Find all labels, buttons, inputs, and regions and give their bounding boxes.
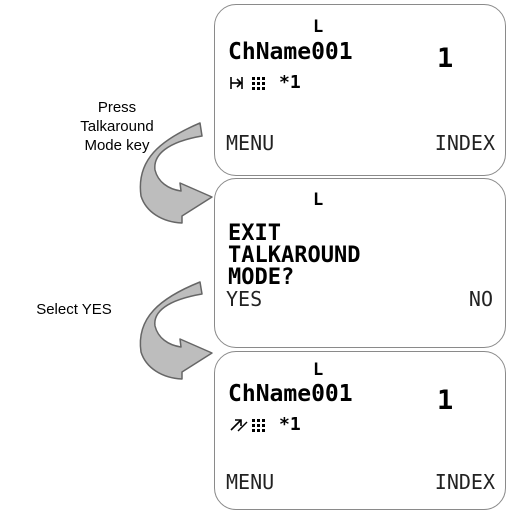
screen-1-softkey-index[interactable]: INDEX xyxy=(434,131,495,155)
screen-2-prompt-line-3: MODE? xyxy=(228,265,295,290)
step-1-line-3: Mode key xyxy=(84,137,150,154)
screen-2-softkey-yes[interactable]: YES xyxy=(226,287,263,311)
screen-2-prompt-line-2: TALKAROUND xyxy=(228,243,361,268)
screen-2-softkey-no[interactable]: NO xyxy=(468,287,493,311)
radio-display-3: L ChName001 1 *1 MENU INDEX xyxy=(214,351,506,510)
repeater-mode-icon xyxy=(230,419,248,432)
step-1-label: Press Talkaround Mode key xyxy=(62,98,172,155)
radio-display-2: L EXIT TALKAROUND MODE? YES NO xyxy=(214,178,506,348)
step-1-line-2: Talkaround xyxy=(80,118,154,135)
step-1-line-1: Press xyxy=(97,99,137,116)
screen-3-indicator: L xyxy=(313,360,324,380)
screen-1-channel-number: 1 xyxy=(437,43,454,74)
screen-3-softkey-index[interactable]: INDEX xyxy=(434,470,495,494)
screen-3-softkey-menu[interactable]: MENU xyxy=(226,470,275,494)
screen-1-indicator: L xyxy=(313,17,324,37)
screen-3-channel-number: 1 xyxy=(437,385,454,416)
radio-display-1: L ChName001 1 *1 MENU INDEX xyxy=(214,4,506,176)
screen-3-status-suffix: *1 xyxy=(279,414,301,435)
step-2-label: Select YES xyxy=(4,300,144,319)
screen-2-prompt-line-1: EXIT xyxy=(228,221,281,246)
screen-1-softkey-menu[interactable]: MENU xyxy=(226,131,275,155)
step-2-line-1: Select YES xyxy=(36,301,112,318)
screen-1-status-suffix: *1 xyxy=(279,72,301,93)
screen-3-channel-name: ChName001 xyxy=(228,381,353,407)
signal-grid-icon xyxy=(252,419,265,432)
signal-grid-icon xyxy=(252,77,265,90)
screen-1-channel-name: ChName001 xyxy=(228,39,353,65)
talkaround-mode-icon xyxy=(230,77,243,89)
screen-2-indicator: L xyxy=(313,190,324,210)
